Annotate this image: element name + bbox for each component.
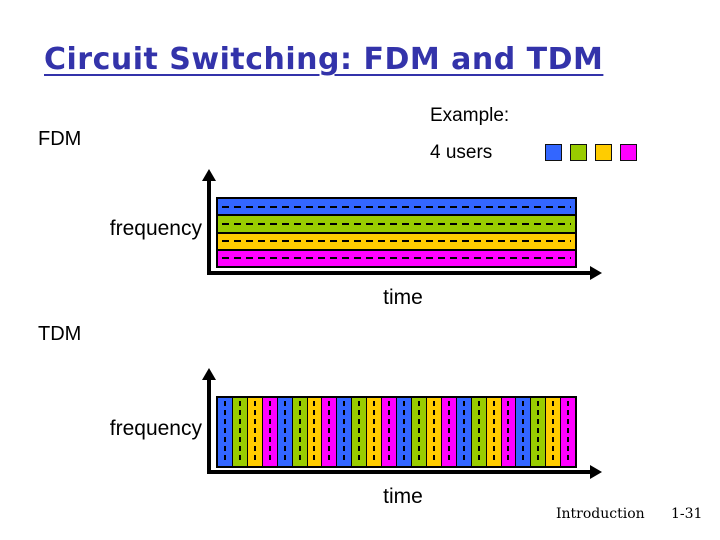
fdm-band-green — [218, 216, 575, 234]
tdm-slot-yellow — [546, 398, 562, 466]
tdm-slot-center-dashed-line — [403, 401, 406, 463]
tdm-slot-center-dashed-line — [253, 401, 256, 463]
fdm-x-axis-arrowhead-icon — [590, 266, 602, 280]
tdm-slot-center-dashed-line — [238, 401, 241, 463]
tdm-slot-center-dashed-line — [343, 401, 346, 463]
tdm-slot-blue — [277, 398, 293, 466]
tdm-slot-yellow — [307, 398, 323, 466]
fdm-frequency-axis-label: frequency — [109, 217, 202, 240]
tdm-slot-center-dashed-line — [388, 401, 391, 463]
fdm-band-center-dashed-line — [222, 222, 571, 225]
tdm-slot-center-dashed-line — [283, 401, 286, 463]
tdm-slot-magenta — [501, 398, 517, 466]
tdm-slot-yellow — [247, 398, 263, 466]
tdm-time-axis-label: time — [383, 485, 423, 508]
tdm-slot-green — [471, 398, 487, 466]
example-label: Example: — [430, 105, 510, 126]
tdm-slot-magenta — [322, 398, 338, 466]
fdm-section-label: FDM — [38, 128, 82, 150]
tdm-slot-center-dashed-line — [492, 401, 495, 463]
tdm-slot-rect — [216, 396, 577, 468]
footer-section-label: Introduction — [556, 506, 645, 522]
user-color-swatch-blue — [545, 144, 562, 161]
fdm-x-axis-line — [207, 271, 591, 275]
tdm-section-label: TDM — [38, 323, 82, 345]
tdm-slot-green — [292, 398, 308, 466]
tdm-slot-center-dashed-line — [417, 401, 420, 463]
tdm-slot-yellow — [426, 398, 442, 466]
fdm-channel-rect — [216, 197, 577, 268]
tdm-slot-green — [352, 398, 368, 466]
tdm-slot-yellow — [367, 398, 383, 466]
tdm-slot-center-dashed-line — [328, 401, 331, 463]
tdm-slot-center-dashed-line — [567, 401, 570, 463]
tdm-frequency-axis-label: frequency — [109, 417, 202, 440]
tdm-y-axis-arrowhead-icon — [202, 368, 216, 380]
tdm-slot-center-dashed-line — [507, 401, 510, 463]
tdm-slot-blue — [337, 398, 353, 466]
fdm-time-axis-label: time — [383, 286, 423, 309]
users-count-label: 4 users — [430, 142, 493, 163]
user-color-swatch-magenta — [620, 144, 637, 161]
tdm-slot-blue — [516, 398, 532, 466]
tdm-slot-green — [232, 398, 248, 466]
tdm-slot-center-dashed-line — [298, 401, 301, 463]
tdm-slot-center-dashed-line — [223, 401, 226, 463]
fdm-band-yellow — [218, 233, 575, 251]
tdm-slot-blue — [456, 398, 472, 466]
slide-title: Circuit Switching: FDM and TDM — [44, 42, 604, 77]
tdm-slot-yellow — [486, 398, 502, 466]
fdm-band-blue — [218, 199, 575, 217]
fdm-y-axis-arrowhead-icon — [202, 169, 216, 181]
fdm-band-center-dashed-line — [222, 240, 571, 243]
tdm-slot-center-dashed-line — [313, 401, 316, 463]
user-legend — [545, 144, 637, 161]
user-color-swatch-green — [570, 144, 587, 161]
tdm-slot-center-dashed-line — [462, 401, 465, 463]
tdm-y-axis-line — [207, 378, 211, 474]
tdm-slot-center-dashed-line — [447, 401, 450, 463]
tdm-x-axis-arrowhead-icon — [590, 465, 602, 479]
tdm-slot-green — [411, 398, 427, 466]
fdm-band-magenta — [218, 250, 575, 266]
tdm-slot-center-dashed-line — [522, 401, 525, 463]
tdm-slot-center-dashed-line — [552, 401, 555, 463]
fdm-band-center-dashed-line — [222, 257, 571, 260]
fdm-band-center-dashed-line — [222, 205, 571, 208]
tdm-slot-green — [531, 398, 547, 466]
tdm-slot-center-dashed-line — [537, 401, 540, 463]
tdm-x-axis-line — [207, 470, 591, 474]
tdm-slot-blue — [397, 398, 412, 466]
tdm-slot-center-dashed-line — [432, 401, 435, 463]
footer-page-number: 1-31 — [671, 506, 703, 522]
fdm-y-axis-line — [207, 179, 211, 275]
tdm-slot-magenta — [441, 398, 457, 466]
user-color-swatch-yellow — [595, 144, 612, 161]
tdm-slot-center-dashed-line — [477, 401, 480, 463]
tdm-slot-blue — [218, 398, 233, 466]
tdm-slot-center-dashed-line — [268, 401, 271, 463]
tdm-slot-magenta — [382, 398, 398, 466]
tdm-slot-magenta — [262, 398, 278, 466]
tdm-slot-center-dashed-line — [373, 401, 376, 463]
tdm-slot-magenta — [561, 398, 576, 466]
tdm-slot-center-dashed-line — [358, 401, 361, 463]
